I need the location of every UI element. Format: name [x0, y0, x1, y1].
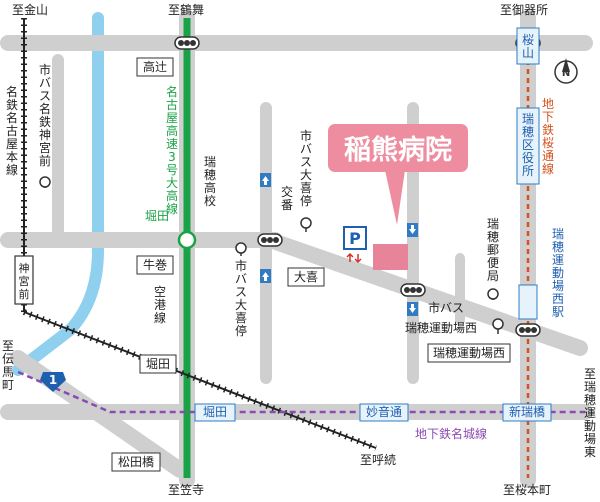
svg-text:市バス名鉄神宮前: 市バス名鉄神宮前: [39, 62, 51, 168]
label-shinmizuhobashi: [502, 403, 552, 422]
hospital-label-box: [328, 124, 468, 172]
svg-text:瑞穂高校: 瑞穂高校: [204, 155, 216, 208]
svg-text:市バス大喜停: 市バス大喜停: [300, 128, 312, 208]
label-ookiku: [287, 267, 325, 287]
to-gokisho: 至御器所: [500, 2, 548, 17]
label-myoondori: [359, 403, 409, 422]
vertical-poi-labels: 市バス名鉄神宮前 名鉄名古屋本線 瑞穂高校 交番 市バス大喜停 市バス大喜停 空…: [6, 62, 499, 338]
blue-labels: 堀田 妙音通 新瑞橋: [194, 27, 552, 422]
poi-markers: [39, 176, 504, 334]
parking-label: P: [349, 229, 361, 248]
svg-text:堀田: 堀田: [203, 404, 227, 419]
mizuho-ward-office-vertical: 瑞穂区役所: [522, 112, 534, 178]
junction-labels: 高辻 牛巻 堀田 松田橋 大喜 瑞穂運動場西: [111, 57, 511, 472]
hotta-green-label: 堀田: [145, 208, 169, 223]
traffic-signals: [174, 36, 541, 337]
svg-text:瑞穂運動場西: 瑞穂運動場西: [433, 346, 505, 360]
svg-text:牛巻: 牛巻: [143, 257, 167, 272]
parking-entrance-icon: [346, 252, 362, 264]
hotta-ic-circle: [177, 230, 197, 250]
jingumae-label: 神宮前: [19, 261, 30, 301]
label-mizuho-stadium-west: [427, 343, 511, 363]
svg-text:松田橋: 松田橋: [118, 455, 154, 469]
meijo-label: 地下鉄名城線: [415, 426, 487, 441]
svg-text:高辻: 高辻: [143, 59, 167, 74]
jingumae-char-2: 宮: [19, 274, 30, 288]
svg-text:妙音通: 妙音通: [366, 404, 402, 419]
denmacho-label: 至伝馬町: [2, 339, 14, 392]
river: [12, 12, 104, 376]
route-1-badge: 1: [40, 372, 66, 392]
stadium-west-station-label: 瑞穂運動場西駅: [552, 227, 564, 319]
parking-box: [343, 226, 367, 250]
svg-text:新瑞橋: 新瑞橋: [509, 404, 545, 419]
to-sakuramoto: 至桜本町: [503, 483, 551, 497]
horizontal-labels: 至金山 至鶴舞 至御器所 至笠寺 至桜本町 至呼続 市バス 瑞穂運動場西 地下鉄…: [12, 2, 551, 497]
label-hotta-lower: [139, 354, 177, 374]
sakurayama-vertical: 桜山: [522, 33, 534, 60]
svg-text:市バス大喜停: 市バス大喜停: [235, 258, 247, 338]
label-sakurayama: [516, 27, 540, 65]
label-matsudabashi: [111, 452, 161, 472]
to-kanayama: 至金山: [12, 2, 48, 17]
label-mizuho-ward-office: [516, 107, 540, 185]
svg-text:空港線: 空港線: [154, 285, 166, 325]
sakuradori-label: 地下鉄桜通線: [542, 97, 554, 176]
svg-text:大喜: 大喜: [294, 270, 318, 284]
label-hotta-station: [194, 403, 236, 422]
oneway-arrows: [260, 173, 418, 316]
hospital-name: 稲熊病院: [344, 134, 452, 166]
label-kotsuji: [136, 57, 174, 77]
jingumae-char-3: 前: [19, 287, 30, 301]
hospital-pointer: [385, 170, 405, 225]
svg-text:交番: 交番: [281, 184, 293, 212]
to-tsurumai: 至鶴舞: [168, 2, 204, 17]
hospital-building: [373, 244, 408, 270]
to-kasadera: 至笠寺: [168, 482, 204, 497]
to-yobitsugi: 至呼続: [360, 453, 396, 467]
compass-icon: N: [554, 58, 578, 84]
svg-text:名鉄名古屋本線: 名鉄名古屋本線: [6, 84, 18, 177]
svg-text:N: N: [562, 68, 570, 79]
svg-text:1: 1: [49, 373, 57, 387]
mizuho-stadium-east-label: 至瑞穂運動場東: [584, 367, 596, 459]
label-gyuumaki: [136, 255, 174, 275]
svg-text:瑞穂郵便局: 瑞穂郵便局: [487, 217, 499, 283]
jingumae-char-1: 神: [19, 261, 30, 275]
jingumae-station: [14, 255, 34, 305]
bus-stadium-line2: 瑞穂運動場西: [405, 321, 477, 335]
bus-stadium-line1: 市バス: [428, 300, 464, 315]
svg-text:堀田: 堀田: [146, 356, 170, 371]
stadium-west-station: [518, 284, 538, 320]
